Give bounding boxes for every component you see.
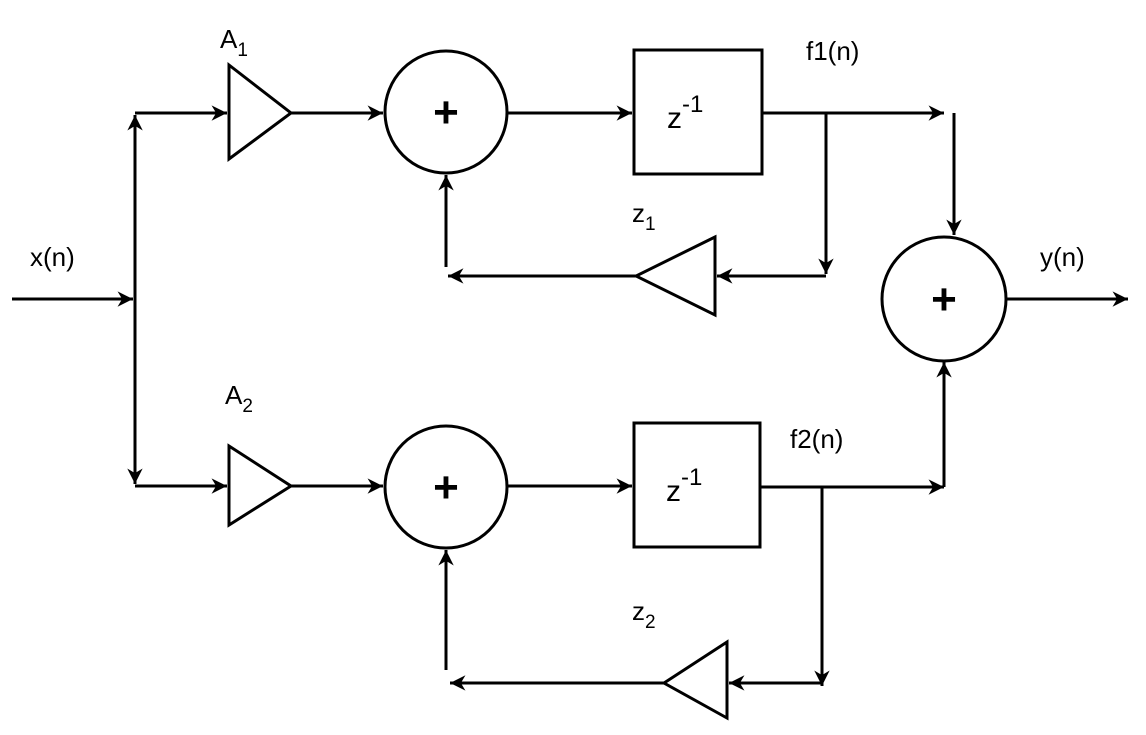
- output-label: y(n): [1040, 242, 1085, 272]
- delay-1-label: z-1: [667, 91, 703, 135]
- gain-a2-amplifier: [227, 443, 294, 528]
- delay-block-2: [632, 421, 762, 549]
- feedback-z1-amplifier: [632, 234, 717, 318]
- adder-2-symbol: +: [433, 463, 459, 512]
- branch-2: A2 + z-1 f2(n) z2: [135, 362, 952, 721]
- f1-label: f1(n): [806, 36, 859, 66]
- delay-2-label: z-1: [666, 464, 702, 508]
- z1-label: z1: [632, 198, 656, 235]
- branch-1: A1 + z-1 f1(n) z1: [135, 24, 962, 318]
- z2-label: z2: [632, 596, 656, 633]
- input-label: x(n): [30, 242, 75, 272]
- gain-a2-label: A2: [225, 380, 253, 417]
- feedback-z2-amplifier: [661, 639, 729, 721]
- gain-a1-label: A1: [220, 24, 248, 61]
- f2-label: f2(n): [790, 424, 843, 454]
- gain-a1-amplifier: [227, 61, 294, 162]
- output-adder-symbol: +: [931, 275, 957, 324]
- adder-1-symbol: +: [433, 88, 459, 137]
